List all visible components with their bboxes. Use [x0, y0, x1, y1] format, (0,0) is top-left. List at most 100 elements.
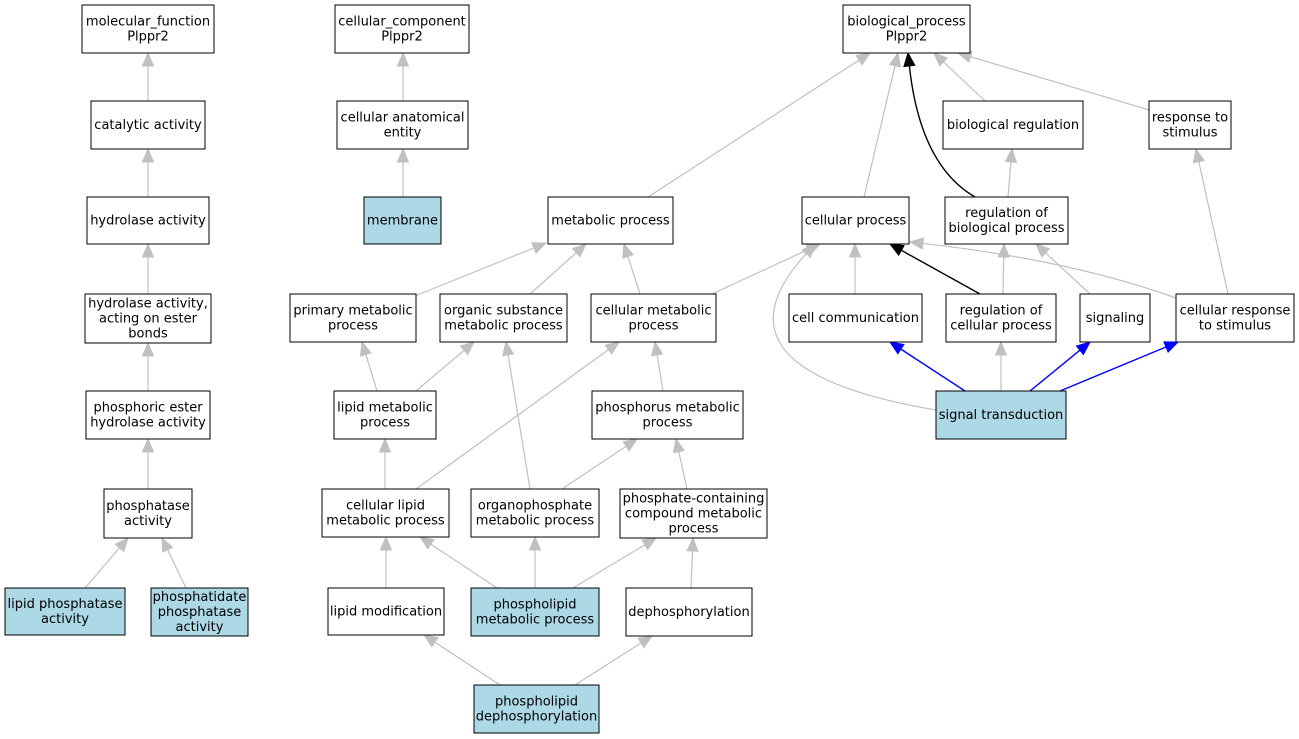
node-box: [1175, 293, 1295, 343]
edge-signal_transduction-to-cellular_process: [772, 243, 937, 411]
node-box: [470, 488, 600, 538]
node-label: biological regulation: [947, 118, 1079, 133]
edge-reg_cellular_process-to-reg_bio_process: [997, 242, 1010, 295]
arrowhead: [686, 536, 699, 552]
edge-signal_transduction-to-cellular_response: [1059, 341, 1180, 392]
node-box: [86, 196, 210, 245]
arrowhead: [396, 147, 410, 163]
node-label: regulation of: [960, 304, 1043, 319]
node-box: [4, 587, 126, 636]
node-box: [801, 196, 910, 245]
node-label: cell communication: [792, 311, 919, 326]
go-term-node-signaling[interactable]: signaling: [1079, 293, 1151, 343]
go-term-node-metabolic[interactable]: metabolic process: [547, 196, 674, 245]
node-label: phosphoric ester: [93, 401, 203, 416]
edge-phospholipid_metabolic-to-phosphate_containing: [572, 537, 658, 589]
node-label: to stimulus: [1199, 319, 1271, 334]
go-term-node-catalytic[interactable]: catalytic activity: [90, 100, 206, 150]
node-box: [788, 293, 923, 343]
node-label: biological process: [948, 221, 1064, 236]
arrowhead: [359, 340, 372, 357]
node-label: primary metabolic: [293, 304, 412, 319]
arrowhead: [571, 243, 587, 258]
edge-line: [1002, 256, 1005, 295]
go-term-node-hydrolase[interactable]: hydrolase activity: [86, 196, 210, 245]
node-box: [439, 293, 568, 343]
go-term-node-dephosphorylation[interactable]: dephosphorylation: [625, 587, 753, 637]
node-label: regulation of: [965, 206, 1048, 221]
edge-line: [772, 253, 937, 411]
arrowhead: [396, 51, 410, 67]
node-label: biological_process: [847, 15, 966, 30]
node-label: acting on ester: [99, 312, 198, 327]
edge-signal_transduction-to-cell_communication: [888, 341, 966, 392]
edge-cellular_lipid-to-lipid_metabolic: [378, 437, 392, 489]
arrowhead: [379, 535, 393, 551]
edge-hydrolase-to-catalytic: [141, 147, 155, 197]
go-term-node-membrane[interactable]: membrane: [363, 196, 442, 245]
node-label: response to: [1152, 111, 1228, 126]
edge-line: [656, 354, 664, 392]
edge-layer: [84, 50, 1229, 686]
edge-reg_cellular_process-to-cellular_process: [888, 243, 981, 295]
node-box: [547, 196, 674, 245]
node-box: [336, 100, 469, 150]
node-box: [470, 587, 600, 637]
node-box: [945, 293, 1057, 343]
go-term-node-signal-transduction[interactable]: signal transduction: [935, 390, 1067, 440]
edge-line: [415, 349, 465, 392]
edge-line: [1059, 346, 1167, 392]
edge-catalytic-to-mf_root: [141, 51, 155, 101]
node-label: cellular process: [805, 214, 907, 229]
node-label: phospholipid: [495, 695, 578, 710]
arrowhead: [528, 535, 542, 551]
arrowhead: [141, 51, 155, 67]
arrowhead: [161, 536, 174, 553]
go-term-node-cellular-process[interactable]: cellular process: [801, 196, 910, 245]
node-label: Plppr2: [381, 30, 423, 45]
node-label: metabolic process: [444, 319, 563, 334]
node-box: [619, 488, 768, 539]
edge-primary_metabolic-to-metabolic: [414, 242, 548, 297]
node-box: [84, 293, 212, 344]
edge-cellular_lipid-to-cellular_metabolic: [415, 341, 621, 490]
node-label: process: [643, 416, 693, 431]
go-term-node-bio-regulation[interactable]: biological regulation: [942, 100, 1084, 150]
arrowhead: [933, 52, 949, 67]
edge-line: [434, 641, 501, 686]
go-term-node-cell-communication[interactable]: cell communication: [788, 293, 923, 343]
node-label: activity: [41, 612, 89, 627]
go-term-node-lipid-modification[interactable]: lipid modification: [327, 587, 445, 636]
node-box: [591, 390, 744, 440]
edge-phospholipid_metabolic-to-organophosphate: [528, 535, 542, 588]
edge-line: [1045, 252, 1091, 295]
node-label: metabolic process: [476, 613, 595, 628]
arrowhead: [418, 536, 435, 550]
node-label: process: [328, 319, 378, 334]
